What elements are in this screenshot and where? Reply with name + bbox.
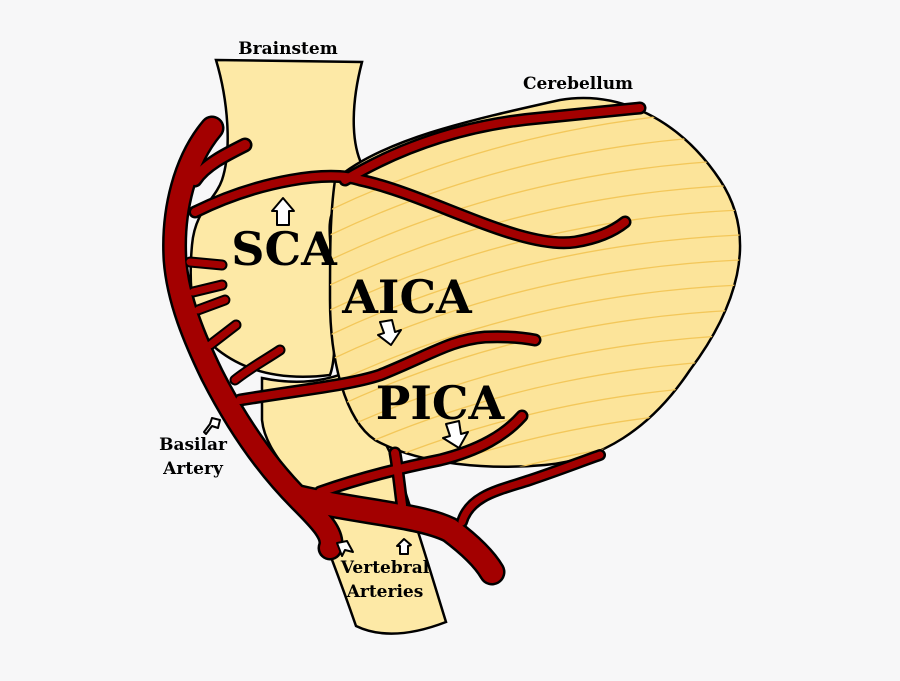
sca-arrow-icon: [271, 197, 295, 226]
aica-artery: [236, 332, 539, 404]
label-basilar-line2: Artery: [162, 459, 224, 479]
vertebral-artery: [289, 487, 503, 583]
pica-arrow-icon: [442, 420, 469, 449]
label-cerebellum: Cerebellum: [523, 74, 633, 94]
label-sca: SCA: [231, 222, 338, 276]
label-vertebral-line1: Vertebral: [340, 558, 430, 578]
label-aica: AICA: [341, 270, 473, 324]
label-vertebral-line2: Arteries: [346, 582, 424, 602]
label-brainstem: Brainstem: [238, 39, 337, 59]
cerebellum: [328, 96, 742, 468]
sca-artery: [191, 172, 629, 247]
aica-arrow-icon: [377, 319, 402, 346]
pica-artery: [316, 412, 526, 496]
label-pica: PICA: [376, 376, 506, 430]
arteries: [162, 101, 647, 586]
label-basilar-line1: Basilar: [159, 435, 228, 455]
vertebral-left-arrow-icon: [336, 540, 354, 557]
vertebral-right-arrow-icon: [396, 538, 412, 555]
basilar-arrow-icon: [203, 417, 221, 435]
